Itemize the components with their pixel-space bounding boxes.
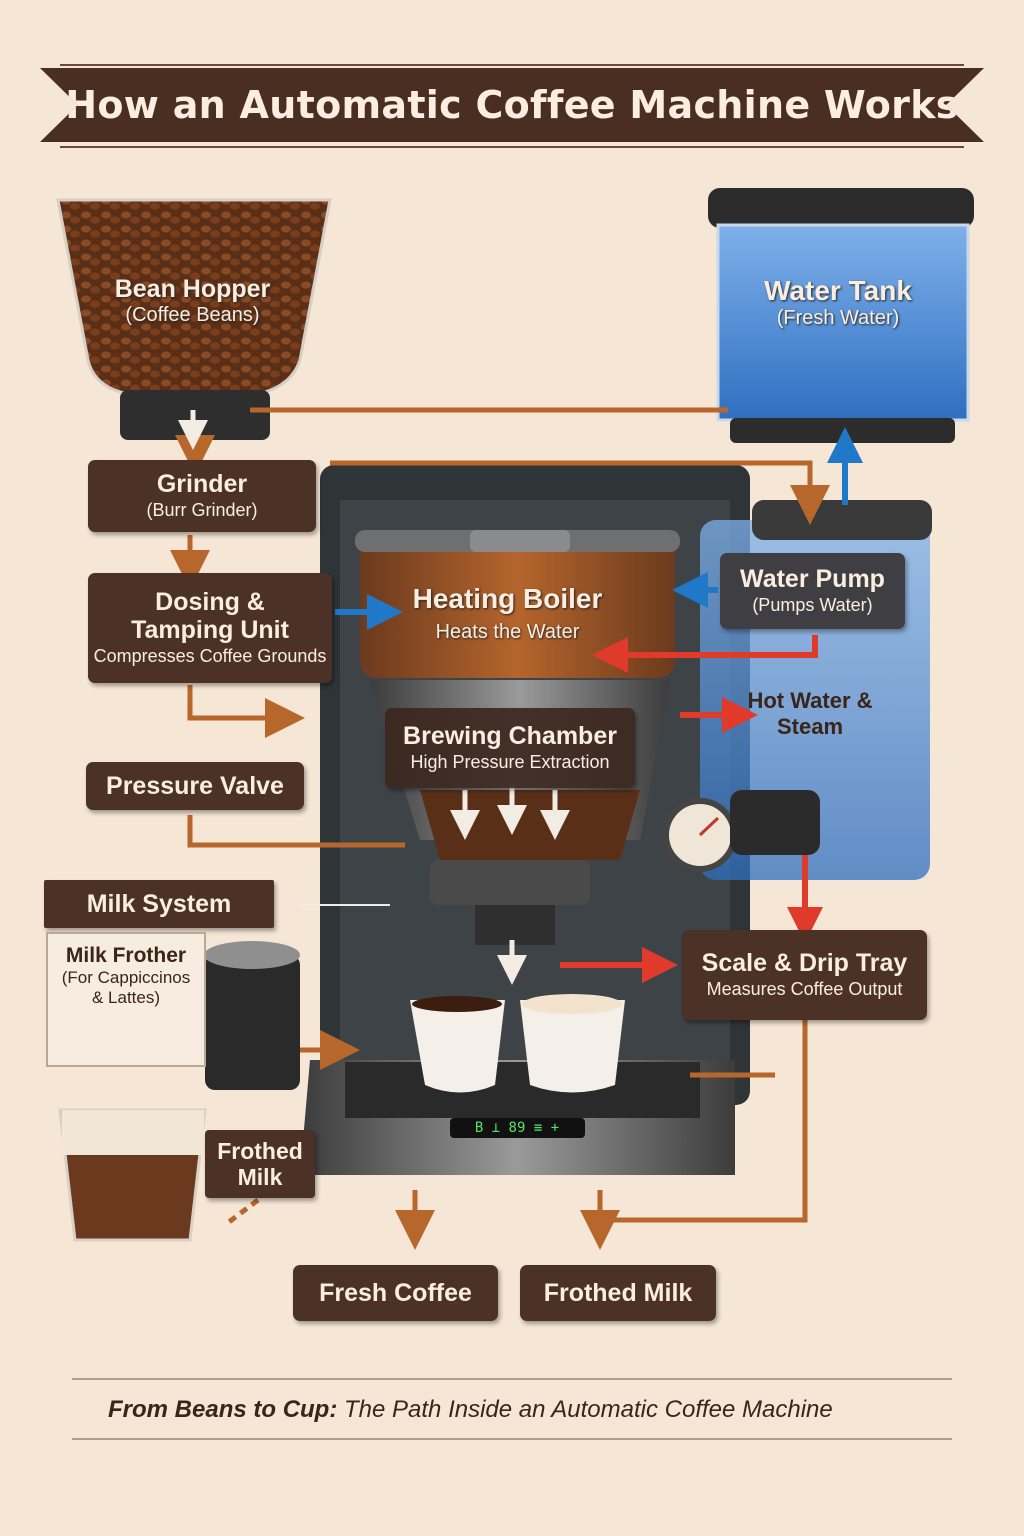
dosing-detail: Compresses Coffee Grounds xyxy=(93,646,327,667)
bean-hopper-detail: (Coffee Beans) xyxy=(125,304,260,326)
dosing-tamping-label: Dosing & Tamping Unit Compresses Coffee … xyxy=(88,573,332,683)
pressure-valve-name: Pressure Valve xyxy=(106,771,284,800)
espresso-cup-illustration xyxy=(410,996,505,1093)
drip-tray-illustration xyxy=(300,1060,735,1175)
frothed-milk-glass-illustration xyxy=(58,1108,207,1242)
frothed-milk-side-label: Frothed Milk xyxy=(205,1130,315,1198)
dosing-name-line1: Dosing & xyxy=(155,587,265,616)
hot-water-steam-line2: Steam xyxy=(776,714,844,739)
bean-hopper-name: Bean Hopper xyxy=(114,275,271,303)
milk-frother-illustration xyxy=(204,941,300,1090)
frothed-milk-side-line2: Milk xyxy=(237,1164,283,1190)
heating-boiler-label: Heating Boiler Heats the Water xyxy=(385,583,630,644)
banner-top-line xyxy=(60,64,964,66)
milk-system-name: Milk System xyxy=(86,889,232,918)
frothed-milk-output: Frothed Milk xyxy=(520,1265,716,1321)
hot-water-steam-label: Hot Water & Steam xyxy=(745,688,875,740)
pressure-gauge-illustration xyxy=(663,790,820,872)
milk-frother-detail-line2: & Lattes) xyxy=(91,988,161,1007)
brewing-chamber-label: Brewing Chamber High Pressure Extraction xyxy=(385,708,635,788)
water-tank-name: Water Tank xyxy=(764,275,912,306)
water-tank-detail: (Fresh Water) xyxy=(776,307,900,329)
machine-display-panel: B ⊥ 89 ≡ + xyxy=(474,1120,560,1136)
footer-caption: From Beans to Cup: The Path Inside an Au… xyxy=(72,1396,988,1432)
page-title: How an Automatic Coffee Machine Works xyxy=(40,68,984,142)
heating-boiler-detail: Heats the Water xyxy=(435,621,580,643)
fresh-coffee-label: Fresh Coffee xyxy=(319,1278,472,1307)
water-tank-illustration xyxy=(708,188,974,443)
latte-cup-illustration xyxy=(520,994,625,1093)
water-tank-label: Water Tank (Fresh Water) xyxy=(748,275,928,330)
grinder-label: Grinder (Burr Grinder) xyxy=(88,460,316,532)
grinder-detail: (Burr Grinder) xyxy=(146,499,258,520)
footer-rest: The Path Inside an Automatic Coffee Mach… xyxy=(337,1396,833,1423)
banner-bottom-line xyxy=(60,146,964,148)
pressure-valve-label: Pressure Valve xyxy=(86,762,304,810)
milk-frother-name: Milk Frother xyxy=(65,944,187,967)
grinder-name: Grinder xyxy=(156,469,248,498)
water-pump-label: Water Pump (Pumps Water) xyxy=(720,553,905,629)
footer-bottom-line xyxy=(72,1438,952,1440)
milk-frother-detail-line1: (For Cappiccinos xyxy=(61,968,191,987)
brewing-chamber-detail: High Pressure Extraction xyxy=(410,751,610,772)
scale-drip-tray-detail: Measures Coffee Output xyxy=(706,978,903,999)
footer-bold: From Beans to Cup: xyxy=(108,1396,338,1423)
water-pump-detail: (Pumps Water) xyxy=(752,594,873,615)
dosing-name-line2: Tamping Unit xyxy=(131,616,289,645)
water-pump-name: Water Pump xyxy=(740,564,885,593)
scale-drip-tray-name: Scale & Drip Tray xyxy=(701,948,908,977)
frothed-milk-label: Frothed Milk xyxy=(543,1278,693,1307)
milk-frother-callout: Milk Frother (For Cappiccinos & Lattes) xyxy=(46,932,206,1067)
hot-water-steam-line1: Hot Water & xyxy=(747,688,873,713)
fresh-coffee-output: Fresh Coffee xyxy=(293,1265,498,1321)
heating-boiler-name: Heating Boiler xyxy=(412,583,603,614)
bean-hopper-label: Bean Hopper (Coffee Beans) xyxy=(105,275,280,327)
frothed-milk-side-line1: Frothed xyxy=(217,1137,303,1164)
brewing-chamber-name: Brewing Chamber xyxy=(403,721,617,750)
footer-top-line xyxy=(72,1378,952,1380)
milk-system-label: Milk System xyxy=(44,880,274,928)
scale-drip-tray-label: Scale & Drip Tray Measures Coffee Output xyxy=(682,930,927,1020)
